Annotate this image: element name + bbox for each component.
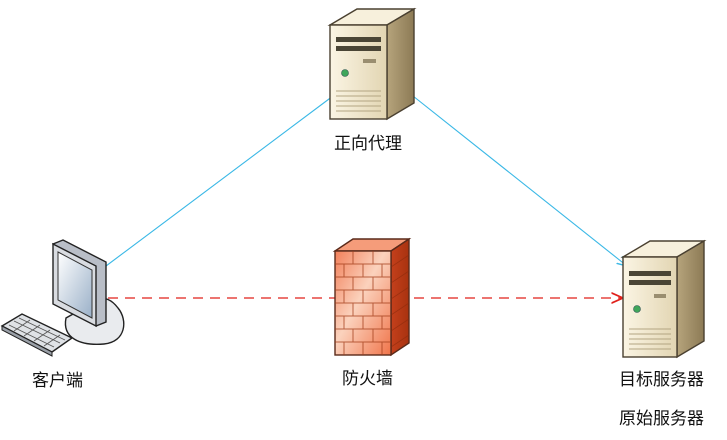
- client-label: 客户端: [32, 371, 83, 391]
- firewall-label: 防火墙: [342, 369, 393, 389]
- origin-server-label: 原始服务器: [619, 409, 704, 429]
- target-server-icon: [620, 239, 707, 359]
- edge-client-proxy: [105, 95, 334, 267]
- client-computer-icon: [0, 239, 125, 357]
- firewall-icon: [332, 237, 412, 357]
- proxy-server-icon: [327, 7, 417, 121]
- proxy-label: 正向代理: [334, 134, 402, 154]
- edge-proxy-server: [412, 95, 627, 266]
- target-server-label: 目标服务器: [619, 370, 704, 390]
